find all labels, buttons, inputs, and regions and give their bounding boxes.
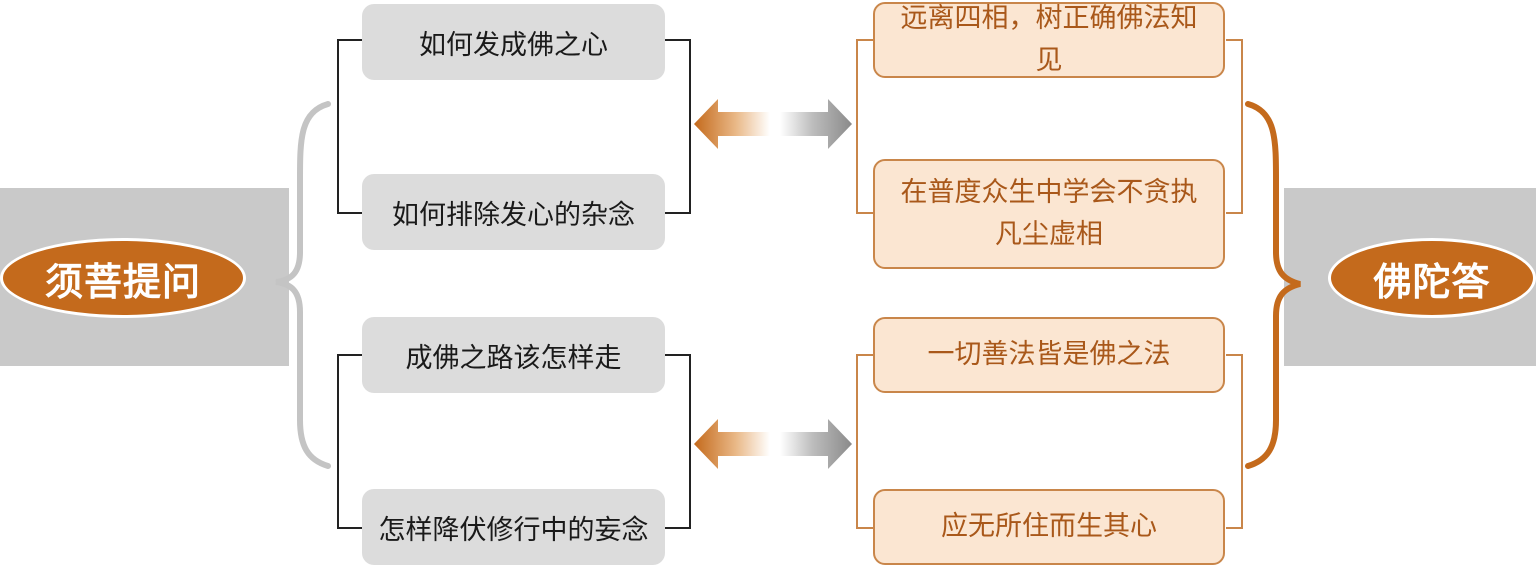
question-box-1: 如何发成佛之心 [362,4,665,80]
answer-box-4: 应无所住而生其心 [873,489,1225,565]
left-outer-bracket-top [337,39,362,214]
bottom-left-arrow [694,419,770,469]
right-curly-brace [1245,101,1301,469]
question-box-2: 如何排除发心的杂念 [362,174,665,250]
left-inner-bracket-bottom [665,354,691,529]
subhuti-asks-title: 须菩提问 [0,238,246,318]
buddha-answers-title: 佛陀答 [1328,238,1536,318]
left-outer-bracket-bottom [337,354,362,529]
right-inner-bracket-top [856,39,873,214]
question-box-3: 成佛之路该怎样走 [362,317,665,393]
top-right-arrow [780,99,852,149]
answer-box-3: 一切善法皆是佛之法 [873,317,1225,393]
top-left-arrow [694,99,770,149]
left-curly-brace [275,101,331,469]
question-box-4: 怎样降伏修行中的妄念 [362,489,665,565]
answer-box-1: 远离四相，树正确佛法知见 [873,2,1225,78]
right-outer-bracket-top [1226,39,1243,214]
answer-box-2: 在普度众生中学会不贪执凡尘虚相 [873,159,1225,269]
right-outer-bracket-bottom [1226,354,1243,529]
bottom-right-arrow [780,419,852,469]
right-inner-bracket-bottom [856,354,873,529]
left-inner-bracket-top [665,39,691,214]
